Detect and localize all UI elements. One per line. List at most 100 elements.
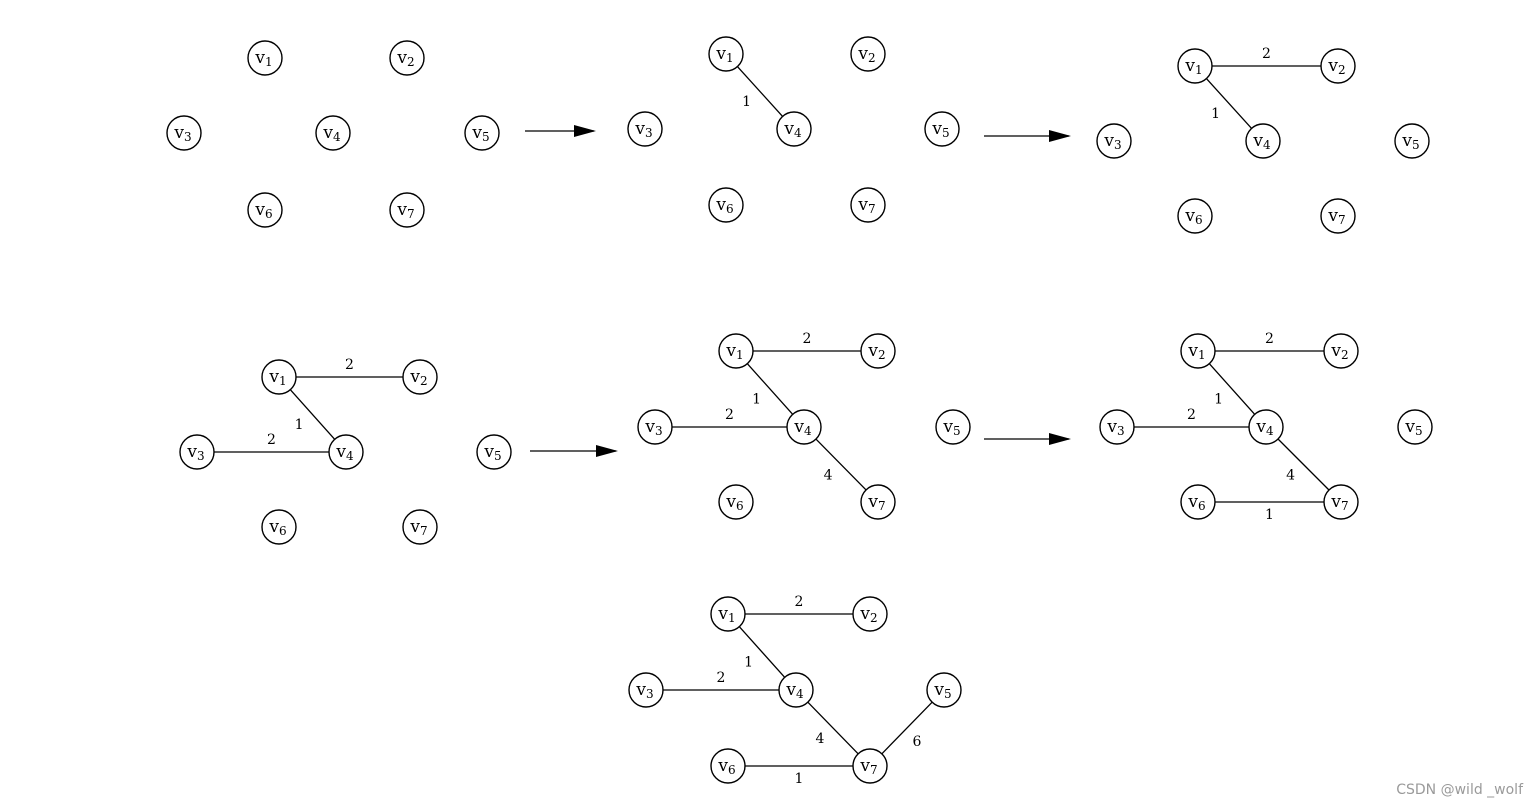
edge-weight-label: 2 <box>267 432 276 448</box>
edge-weight-label: 4 <box>816 731 825 747</box>
edge-weight-label: 2 <box>1262 46 1271 62</box>
node-v2: v2 <box>852 596 888 632</box>
node-v5: v5 <box>1397 409 1433 445</box>
edge-weight-label: 2 <box>725 407 734 423</box>
node-circle <box>926 672 962 708</box>
edge-weight-label: 1 <box>1265 507 1274 523</box>
node-circle <box>402 509 438 545</box>
edge-v4-v7 <box>807 701 859 755</box>
node-circle <box>1394 123 1430 159</box>
node-circle <box>637 409 673 445</box>
node-v3: v3 <box>628 672 664 708</box>
node-v5: v5 <box>476 434 512 470</box>
node-v6: v6 <box>247 192 283 228</box>
edge-v5-v7 <box>881 701 933 755</box>
node-circle <box>389 40 425 76</box>
node-v2: v2 <box>850 36 886 72</box>
node-v6: v6 <box>1177 198 1213 234</box>
node-circle <box>860 484 896 520</box>
edge-weight-label: 4 <box>1286 467 1295 483</box>
node-circle <box>402 359 438 395</box>
edge-weight-label: 1 <box>1214 391 1223 407</box>
node-circle <box>476 434 512 470</box>
node-v3: v3 <box>1096 123 1132 159</box>
node-circle <box>247 40 283 76</box>
node-v2: v2 <box>389 40 425 76</box>
node-v2: v2 <box>1320 48 1356 84</box>
edge-v1-v4 <box>746 363 794 415</box>
edge-weight-label: 2 <box>1187 407 1196 423</box>
node-circle <box>718 484 754 520</box>
edge-v1-v4 <box>289 389 336 440</box>
node-circle <box>708 187 744 223</box>
node-v4: v4 <box>778 672 814 708</box>
node-v3: v3 <box>179 434 215 470</box>
node-circle <box>710 748 746 784</box>
node-v6: v6 <box>710 748 746 784</box>
node-circle <box>852 748 888 784</box>
node-v7: v7 <box>860 484 896 520</box>
node-v1: v1 <box>247 40 283 76</box>
edge-weight-label: 1 <box>752 391 761 407</box>
arrows-layer <box>525 125 1071 457</box>
node-v1: v1 <box>1180 333 1216 369</box>
node-circle <box>1177 198 1213 234</box>
node-v5: v5 <box>926 672 962 708</box>
node-v5: v5 <box>924 111 960 147</box>
node-v4: v4 <box>1248 409 1284 445</box>
node-v5: v5 <box>464 115 500 151</box>
node-circle <box>389 192 425 228</box>
node-v1: v1 <box>718 333 754 369</box>
node-v2: v2 <box>1323 333 1359 369</box>
node-v4: v4 <box>786 409 822 445</box>
edge-weight-label: 1 <box>795 771 804 787</box>
node-circle <box>261 509 297 545</box>
edge-weight-label: 1 <box>295 417 304 433</box>
node-circle <box>1323 333 1359 369</box>
node-v3: v3 <box>627 111 663 147</box>
node-circle <box>179 434 215 470</box>
node-circle <box>1177 48 1213 84</box>
node-v4: v4 <box>328 434 364 470</box>
node-circle <box>328 434 364 470</box>
node-circle <box>1323 484 1359 520</box>
node-circle <box>261 359 297 395</box>
node-circle <box>778 672 814 708</box>
node-v2: v2 <box>402 359 438 395</box>
edge-weight-label: 1 <box>742 94 751 110</box>
edge-v4-v7 <box>815 438 867 491</box>
node-v2: v2 <box>860 333 896 369</box>
node-circle <box>718 333 754 369</box>
node-v1: v1 <box>1177 48 1213 84</box>
node-circle <box>247 192 283 228</box>
edge-weight-label: 1 <box>1211 106 1220 122</box>
edge-v1-v4 <box>738 626 786 678</box>
edge-weight-label: 2 <box>345 357 354 373</box>
edge-v1-v4 <box>1205 78 1253 129</box>
node-circle <box>852 596 888 632</box>
node-v1: v1 <box>261 359 297 395</box>
node-circle <box>1180 484 1216 520</box>
node-circle <box>1320 48 1356 84</box>
node-v5: v5 <box>935 409 971 445</box>
watermark: CSDN @wild _wolf <box>1396 782 1523 798</box>
node-circle <box>1245 123 1281 159</box>
node-v3: v3 <box>166 115 202 151</box>
node-circle <box>1099 409 1135 445</box>
node-v4: v4 <box>315 115 351 151</box>
edge-v1-v4 <box>736 66 784 117</box>
edge-weight-label: 4 <box>824 467 833 483</box>
node-circle <box>708 36 744 72</box>
node-circle <box>935 409 971 445</box>
node-circle <box>860 333 896 369</box>
edge-weight-label: 2 <box>803 331 812 347</box>
node-v6: v6 <box>718 484 754 520</box>
